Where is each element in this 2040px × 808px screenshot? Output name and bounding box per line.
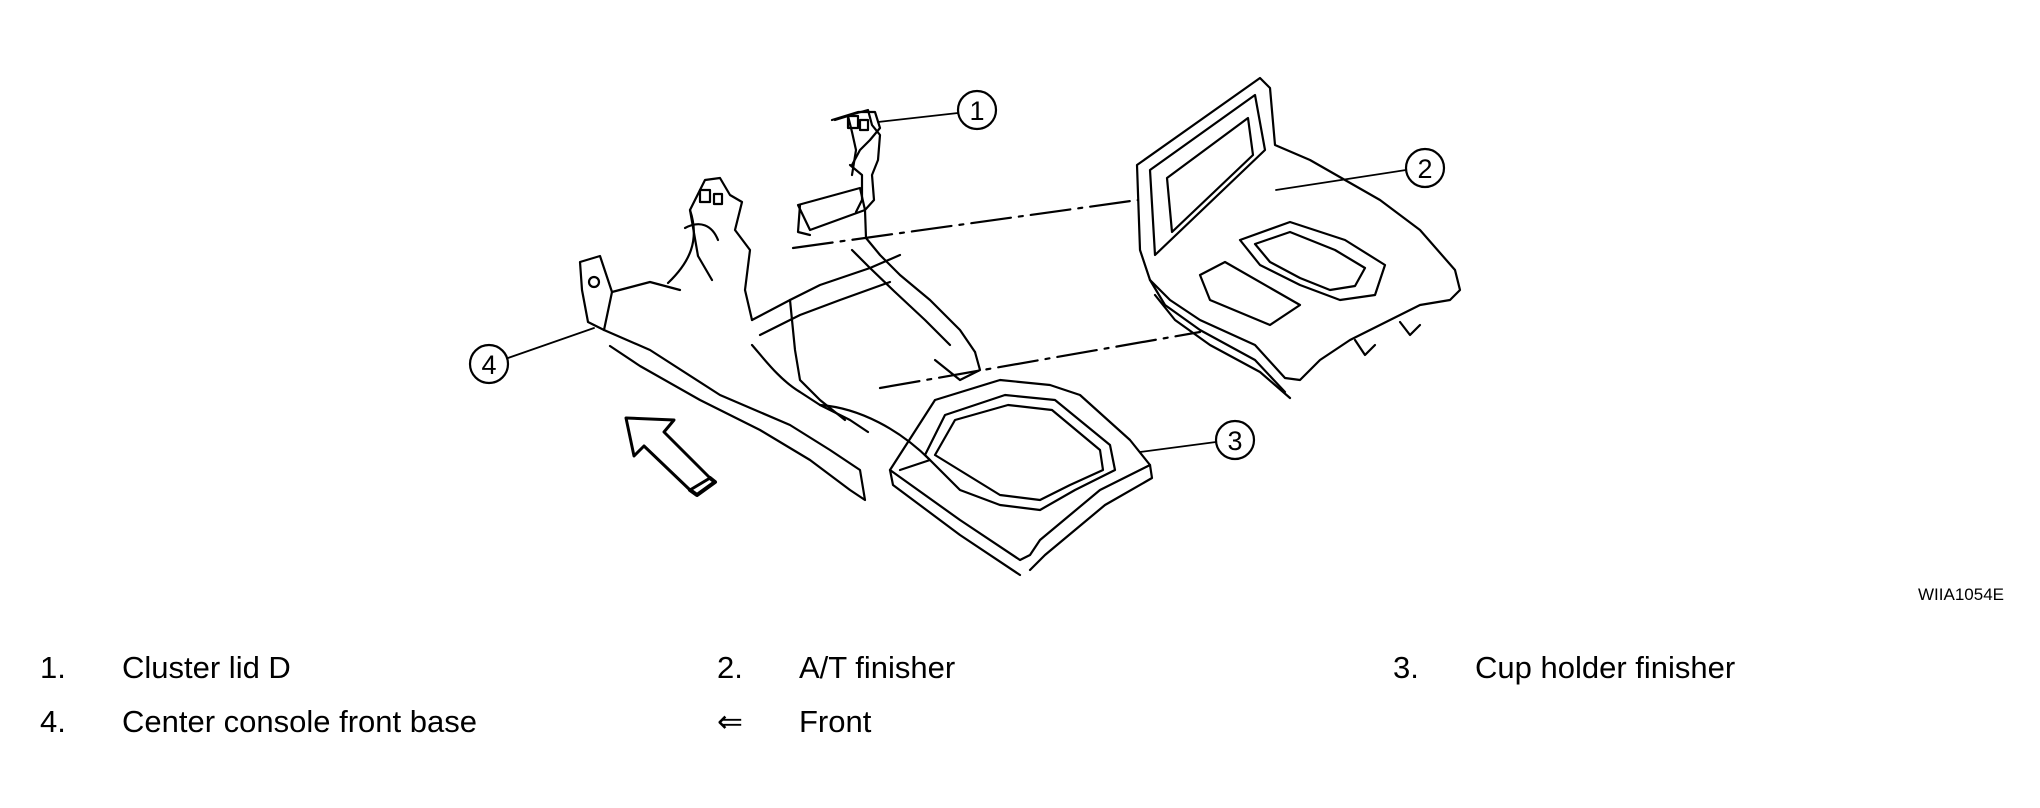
legend-arrow-key: ⇐ [717,704,743,739]
leader-line-4 [507,327,595,359]
legend: 1. Cluster lid D 2. A/T finisher 3. Cup … [0,640,2040,760]
legend-label: A/T finisher [799,650,956,685]
callout-circle-3 [1214,419,1256,461]
legend-key: 3. [1393,650,1419,685]
callout-circle-1 [956,89,998,131]
leader-line-1 [877,112,959,123]
legend-key: 1. [40,650,66,685]
legend-label: Cup holder finisher [1475,650,1736,685]
callout-number-4: 4 [481,350,496,380]
center-console-exploded-diagram: 1 2 3 4 [468,76,1462,577]
callout-number-3: 3 [1227,426,1242,456]
figure-id: WIIA1054E [1918,585,2004,604]
center-console-front-base [578,108,982,502]
legend-key: 2. [717,650,743,685]
at-finisher [1135,76,1462,400]
front-direction-arrow [624,416,712,492]
callout-number-2: 2 [1417,154,1432,184]
legend-label: Center console front base [122,704,477,739]
cup-holder-finisher [888,378,1154,577]
legend-key: 4. [40,704,66,739]
legend-label: Cluster lid D [122,650,291,685]
callout-number-1: 1 [969,96,984,126]
cluster-lid-d [830,110,882,214]
legend-label: Front [799,704,872,739]
alignment-line-2 [791,198,1140,250]
leader-line-3 [1139,441,1217,453]
callout-circle-4 [468,343,510,385]
alignment-line-3 [878,330,1202,390]
callout-circle-2 [1404,147,1446,189]
leader-line-2 [1275,169,1407,191]
